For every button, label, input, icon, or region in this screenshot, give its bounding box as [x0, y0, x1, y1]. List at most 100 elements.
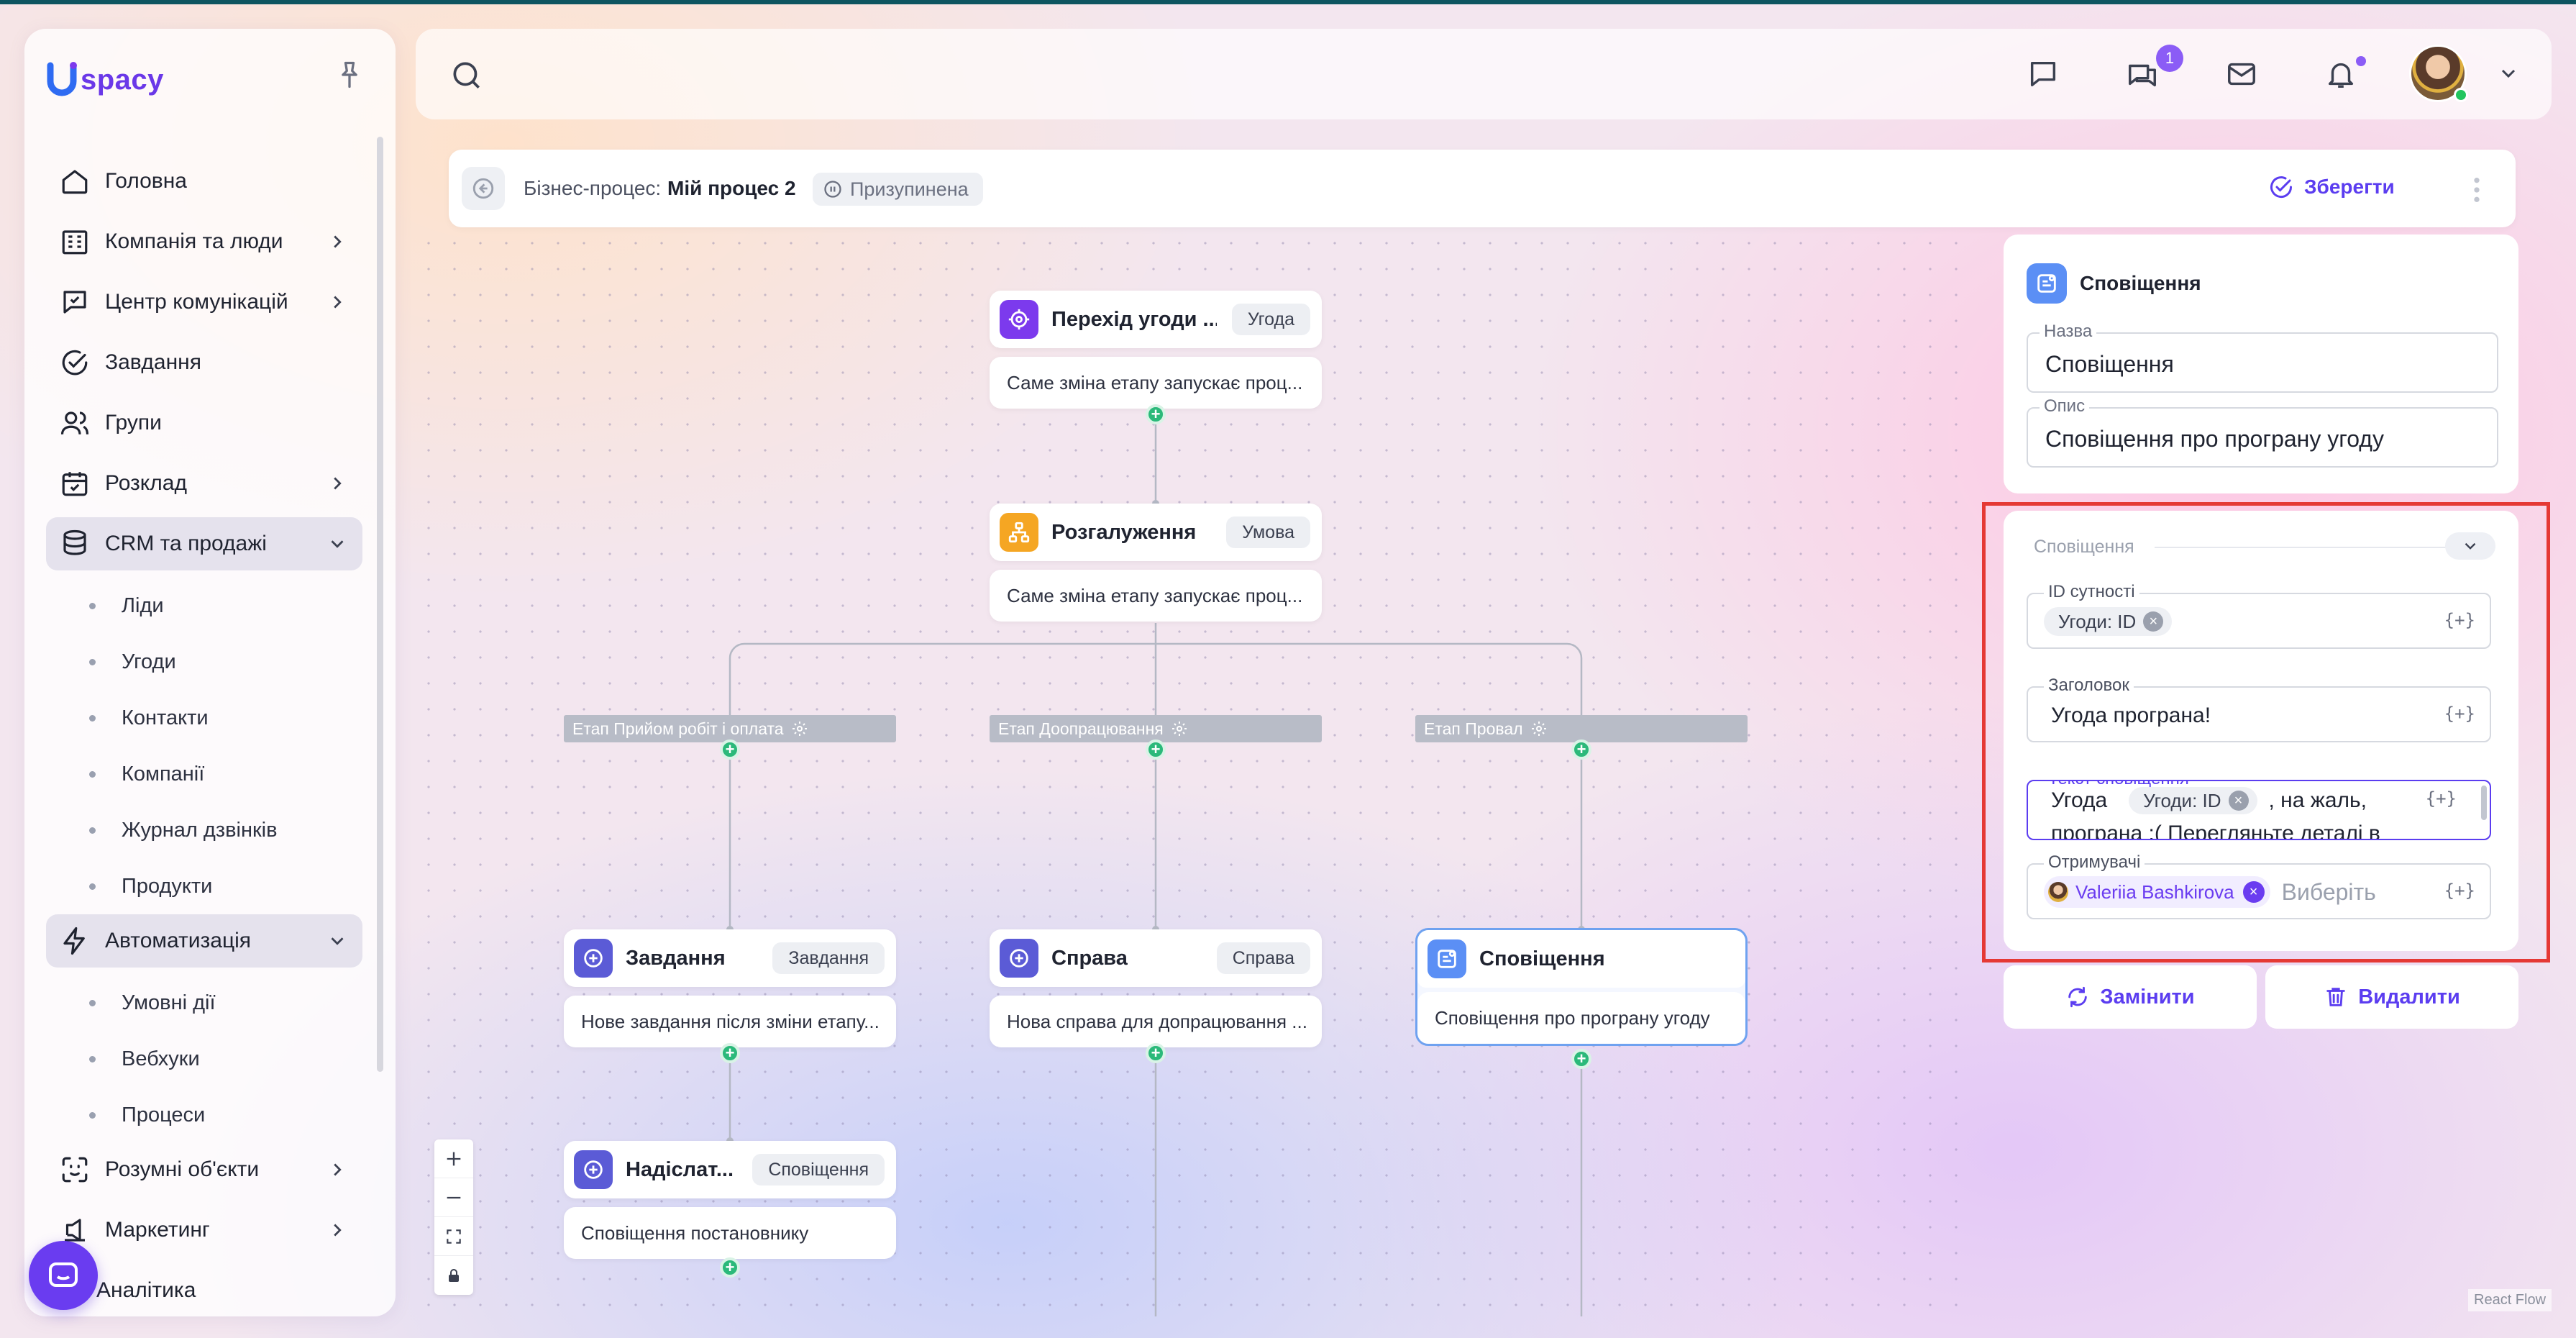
chats-icon[interactable]	[2123, 55, 2162, 94]
stage-label[interactable]: Етап Доопрацювання	[990, 715, 1322, 742]
node-header[interactable]: Справа Справа	[990, 929, 1322, 987]
recipient-chip[interactable]: Valeriia Bashkirova ×	[2044, 876, 2270, 908]
stage-label[interactable]: Етап Прийом робіт і оплата	[564, 715, 896, 742]
remove-chip-icon[interactable]: ×	[2228, 791, 2249, 811]
flow-node-task[interactable]: Завдання Завдання Нове завдання після зм…	[564, 929, 896, 1047]
search-icon[interactable]	[449, 58, 485, 94]
status-text: Призупинена	[850, 178, 969, 200]
add-step-handle[interactable]: +	[1146, 1043, 1166, 1063]
sidebar-item-communication[interactable]: Центр комунікацій	[46, 276, 362, 329]
sidebar-subitem-products[interactable]: Продукти	[46, 858, 362, 914]
add-step-handle[interactable]: +	[1571, 739, 1591, 760]
company-icon	[58, 224, 92, 259]
textarea-scrollbar[interactable]	[2481, 786, 2487, 820]
node-header[interactable]: Перехід угоди ... Угода	[990, 291, 1322, 348]
react-flow-attribution[interactable]: React Flow	[2468, 1289, 2552, 1311]
recipients-field[interactable]: Отримувачі Valeriia Bashkirova × Виберіт…	[2027, 852, 2491, 919]
zoom-out-button[interactable]	[434, 1178, 473, 1217]
sidebar-item-home[interactable]: Головна	[46, 155, 362, 208]
sidebar-item-automation[interactable]: Автоматизація	[46, 914, 362, 968]
insert-variable-button[interactable]: {+}	[2444, 704, 2475, 724]
delete-button[interactable]: Видалити	[2265, 965, 2518, 1029]
sidebar-item-smart-objects[interactable]: Розумні об'єкти	[46, 1143, 362, 1196]
sidebar-subitem-processes[interactable]: Процеси	[46, 1087, 362, 1143]
collapse-section-button[interactable]	[2445, 532, 2495, 560]
chevron-right-icon	[334, 1224, 342, 1237]
variable-chip[interactable]: Угоди: ID ×	[2044, 607, 2173, 636]
node-header[interactable]: Сповіщення	[1417, 930, 1745, 988]
sidebar-item-crm[interactable]: CRM та продажі	[46, 517, 362, 570]
sidebar-item-analytics[interactable]: Аналітика	[46, 1264, 362, 1317]
sidebar-item-tasks[interactable]: Завдання	[46, 336, 362, 389]
pin-icon[interactable]	[334, 59, 365, 91]
chevron-down-icon	[331, 937, 344, 945]
remove-chip-icon[interactable]: ×	[2143, 611, 2164, 632]
message-icon[interactable]	[2024, 55, 2063, 94]
add-step-handle[interactable]: +	[1571, 1049, 1591, 1069]
node-header[interactable]: Завдання Завдання	[564, 929, 896, 987]
insert-variable-button[interactable]: {+}	[2444, 610, 2475, 630]
back-button[interactable]	[462, 167, 505, 210]
sidebar-subitem-companies[interactable]: Компанії	[46, 746, 362, 802]
sidebar-subitem-deals[interactable]: Угоди	[46, 634, 362, 690]
stage-label[interactable]: Етап Провал	[1415, 715, 1748, 742]
flow-node-branch[interactable]: Розгалуження Умова Саме зміна етапу запу…	[990, 504, 1322, 622]
gear-icon[interactable]	[1530, 720, 1548, 737]
sidebar-item-company[interactable]: Компанія та люди	[46, 215, 362, 268]
description-field[interactable]: Опис Сповіщення про програну угоду	[2027, 396, 2498, 468]
sidebar-subitem-call-log[interactable]: Журнал дзвінків	[46, 802, 362, 858]
flow-node-send-notification[interactable]: Надіслат... Сповіщення Сповіщення постан…	[564, 1141, 896, 1259]
sidebar-nav: Головна Компанія та люди Центр комунікац…	[46, 155, 362, 1324]
lock-button[interactable]	[434, 1256, 473, 1295]
flow-node-notification-selected[interactable]: Сповіщення Сповіщення про програну угоду	[1415, 928, 1748, 1046]
status-badge: Призупинена	[813, 173, 983, 206]
variable-chip[interactable]: Угоди: ID ×	[2129, 787, 2257, 814]
recipients-placeholder[interactable]: Виберіть	[2281, 878, 2376, 905]
heading-field[interactable]: Заголовок Угода програна! {+}	[2027, 675, 2491, 742]
app-logo[interactable]: spacy	[46, 55, 164, 105]
sidebar-item-marketing[interactable]: Маркетинг	[46, 1203, 362, 1257]
notification-text-field[interactable]: Текст сповіщення Угода Угоди: ID × , на …	[2027, 780, 2491, 840]
users-icon	[58, 406, 92, 440]
add-step-handle[interactable]: +	[720, 1257, 740, 1278]
replace-button[interactable]: Замінити	[2004, 965, 2257, 1029]
fit-view-button[interactable]	[434, 1217, 473, 1256]
add-step-handle[interactable]: +	[1146, 739, 1166, 760]
node-header[interactable]: Розгалуження Умова	[990, 504, 1322, 561]
bell-icon[interactable]	[2321, 55, 2360, 94]
chevron-down-icon[interactable]	[2497, 62, 2520, 85]
sidebar-item-groups[interactable]: Групи	[46, 396, 362, 450]
lightning-icon	[58, 924, 92, 958]
insert-variable-button[interactable]: {+}	[2444, 880, 2475, 901]
name-field[interactable]: Назва Сповіщення	[2027, 322, 2498, 393]
support-chat-button[interactable]	[29, 1241, 98, 1310]
gear-icon[interactable]	[1171, 720, 1188, 737]
mail-icon[interactable]	[2222, 55, 2261, 94]
flow-node-case[interactable]: Справа Справа Нова справа для допрацюван…	[990, 929, 1322, 1047]
section-title: Сповіщення	[2034, 537, 2134, 557]
entity-id-field[interactable]: ID сутності Угоди: ID × {+}	[2027, 582, 2491, 649]
zoom-in-button[interactable]	[434, 1139, 473, 1178]
check-circle-icon	[2270, 176, 2293, 199]
section-divider	[2155, 547, 2457, 548]
insert-variable-button[interactable]: {+}	[2425, 788, 2457, 809]
gear-icon[interactable]	[791, 720, 808, 737]
add-step-handle[interactable]: +	[720, 1043, 740, 1063]
sidebar-scrollbar[interactable]	[377, 137, 383, 1072]
add-step-handle[interactable]: +	[1146, 404, 1166, 424]
field-label: Отримувачі	[2044, 852, 2145, 873]
add-step-handle[interactable]: +	[720, 739, 740, 760]
sidebar-subitem-conditional-actions[interactable]: Умовні дії	[46, 975, 362, 1031]
sidebar-subitem-label: Ліди	[122, 593, 164, 617]
more-options-icon[interactable]	[2470, 176, 2484, 204]
communication-icon	[58, 285, 92, 319]
sidebar-subitem-leads[interactable]: Ліди	[46, 578, 362, 634]
node-header[interactable]: Надіслат... Сповіщення	[564, 1141, 896, 1198]
remove-recipient-icon[interactable]: ×	[2242, 881, 2265, 903]
flow-node-trigger[interactable]: Перехід угоди ... Угода Саме зміна етапу…	[990, 291, 1322, 409]
sidebar: spacy Головна Компанія та люди Це	[24, 29, 396, 1316]
save-button[interactable]: Зберегти	[2268, 174, 2395, 200]
sidebar-item-schedule[interactable]: Розклад	[46, 457, 362, 510]
sidebar-subitem-webhooks[interactable]: Вебхуки	[46, 1031, 362, 1087]
sidebar-subitem-contacts[interactable]: Контакти	[46, 690, 362, 746]
